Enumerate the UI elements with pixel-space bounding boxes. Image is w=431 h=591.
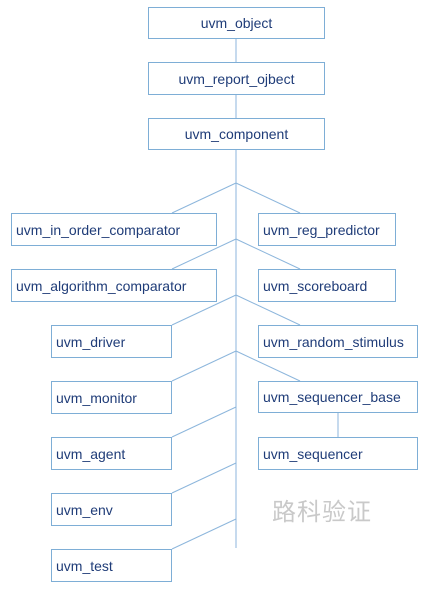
edge-env xyxy=(171,462,237,494)
node-uvm-test: uvm_test xyxy=(51,549,172,582)
edge-driver xyxy=(171,294,237,326)
node-uvm-random-stimulus: uvm_random_stimulus xyxy=(258,325,418,358)
edge-random-stimulus xyxy=(235,294,301,326)
node-uvm-algorithm-comparator: uvm_algorithm_comparator xyxy=(11,269,217,302)
node-uvm-reg-predictor: uvm_reg_predictor xyxy=(258,213,396,246)
node-uvm-sequencer-base: uvm_sequencer_base xyxy=(258,381,418,413)
node-uvm-scoreboard: uvm_scoreboard xyxy=(258,269,396,302)
node-uvm-env: uvm_env xyxy=(51,493,172,526)
node-uvm-report-object: uvm_report_ojbect xyxy=(148,62,325,95)
node-uvm-agent: uvm_agent xyxy=(51,437,172,470)
edge-sequencer-base xyxy=(235,350,301,382)
edge-in-order-comparator xyxy=(171,182,237,214)
watermark: 路科验证 xyxy=(272,498,372,526)
edge-scoreboard xyxy=(235,238,301,270)
node-uvm-driver: uvm_driver xyxy=(51,325,172,358)
edge-test xyxy=(171,518,237,550)
node-uvm-monitor: uvm_monitor xyxy=(51,381,172,414)
node-uvm-component: uvm_component xyxy=(148,118,325,150)
edge-algorithm-comparator xyxy=(171,238,237,270)
edge-monitor xyxy=(171,350,237,382)
node-uvm-object: uvm_object xyxy=(148,7,325,39)
edge-agent xyxy=(171,406,237,438)
node-uvm-in-order-comparator: uvm_in_order_comparator xyxy=(11,213,217,246)
edge-reg-predictor xyxy=(235,182,301,214)
node-uvm-sequencer: uvm_sequencer xyxy=(258,437,418,470)
